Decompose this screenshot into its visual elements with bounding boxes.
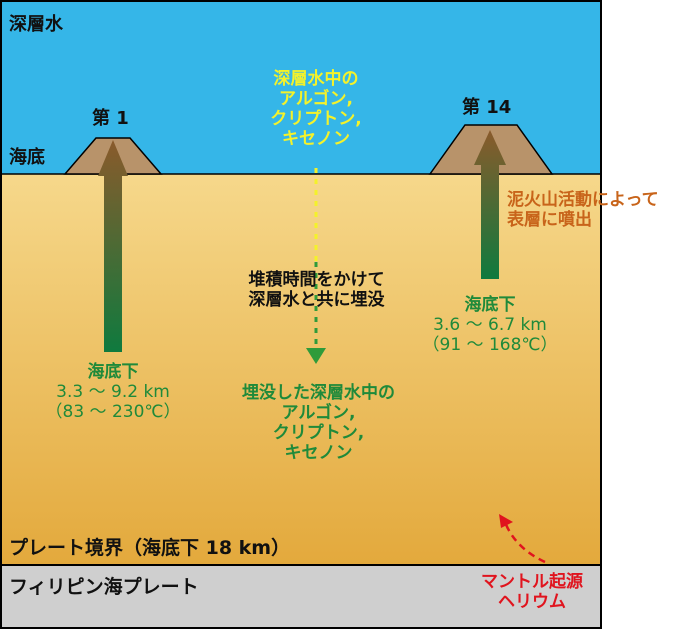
seamount-1-label: 第 1 [92,108,129,129]
dissolved-gas-text: 深層水中の アルゴン, クリプトン, キセノン [236,69,396,149]
mantle-helium-arrow [503,521,546,564]
seamount-14-label: 第 14 [462,97,512,118]
mud-volcano-line-1: 泥火山活動によって [507,190,659,210]
depth-right-line-1: 海底下 [464,295,516,315]
depth-left-line-1: 海底下 [87,362,139,382]
mantle-helium-line-1: マントル起源 [481,572,583,592]
buried-gas-line-4: キセノン [284,443,353,464]
buried-gas-line-2: アルゴン, [281,403,356,424]
depth-right-line-2: 3.6 ～ 6.7 km [433,315,547,336]
dissolved-gas-line-2: アルゴン, [279,89,353,110]
diagram-border [0,0,602,629]
deep-water-label: 深層水 [9,14,63,35]
depth-left-line-2: 3.3 ～ 9.2 km [56,382,170,403]
depth-left-text: 海底下 3.3 ～ 9.2 km （83 ～ 230℃） [38,362,188,422]
dissolved-gas-line-3: クリプトン, [270,109,362,130]
burial-process-text: 堆積時間をかけて 深層水と共に埋没 [214,270,419,310]
dissolved-gas-line-1: 深層水中の [273,69,359,89]
plate-boundary-label: プレート境界（海底下 18 km） [9,537,291,559]
buried-gas-line-3: クリプトン, [272,423,365,444]
buried-gas-line-1: 埋没した深層水中の [242,383,395,403]
depth-right-line-3: （91 ～ 168℃） [422,335,558,356]
mud-volcano-line-2: 表層に噴出 [507,210,592,231]
mantle-helium-arrow-head [499,514,513,528]
dissolved-gas-line-4: キセノン [282,129,350,150]
mantle-helium-line-2: ヘリウム [498,592,566,613]
sediment-layer [0,174,601,565]
mud-volcano-text: 泥火山活動によって 表層に噴出 [507,190,659,230]
depth-left-line-3: （83 ～ 230℃） [45,402,181,423]
mantle-helium-text: マントル起源 ヘリウム [462,572,602,612]
philippine-plate-label: フィリピン海プレート [9,576,199,598]
seafloor-label: 海底 [9,147,45,168]
burial-process-line-1: 堆積時間をかけて [248,270,385,290]
depth-right-text: 海底下 3.6 ～ 6.7 km （91 ～ 168℃） [414,295,566,355]
burial-process-line-2: 深層水と共に埋没 [248,290,385,311]
upward-arrow-right [474,130,506,279]
buried-gas-text: 埋没した深層水中の アルゴン, クリプトン, キセノン [216,383,421,463]
burial-arrow-head [306,348,326,364]
upward-arrow-left [98,140,128,352]
philippine-plate-layer [0,565,601,629]
